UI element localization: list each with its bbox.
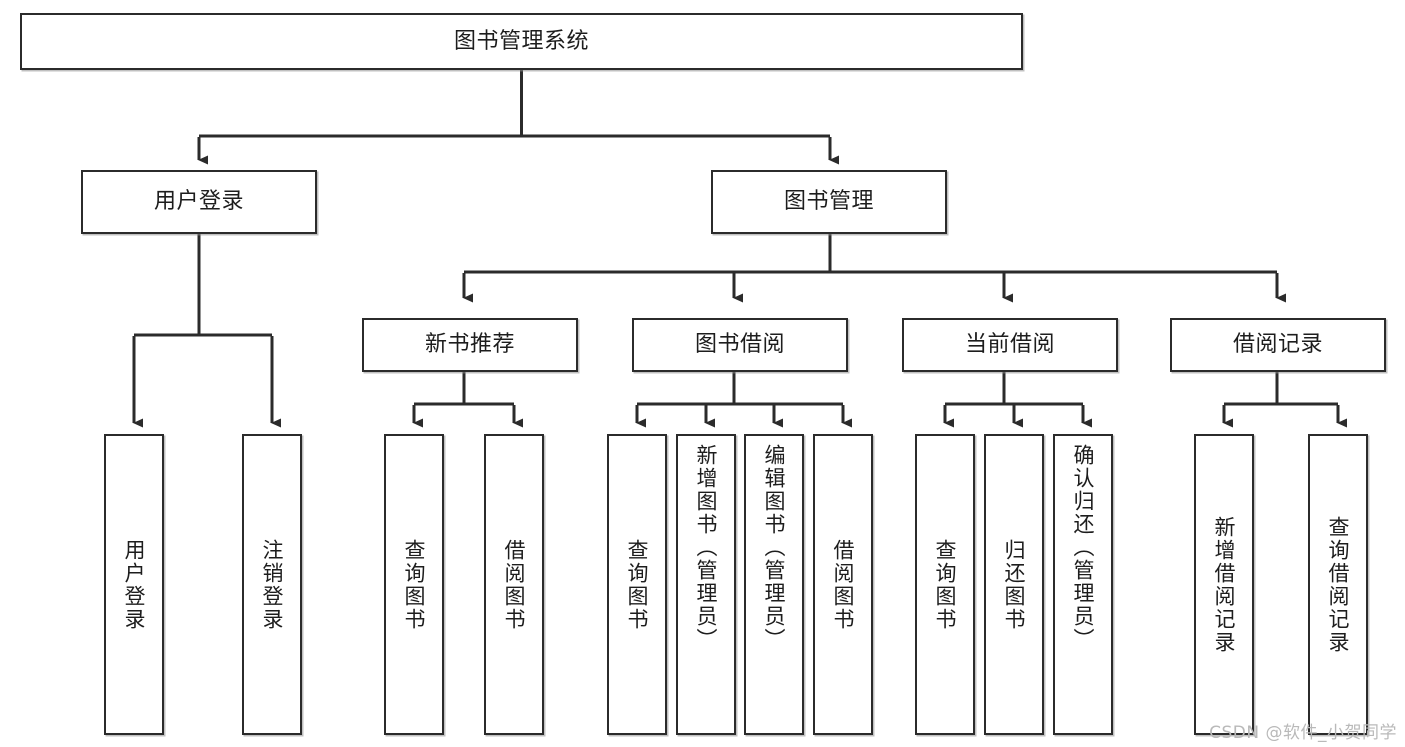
node-label: 用户登录	[153, 189, 244, 215]
node-label: 查询图书	[625, 538, 650, 631]
node-label: 查询图书	[933, 538, 958, 631]
node-label: 确认归还（管理员）	[1071, 444, 1096, 651]
node-label: 用户登录	[122, 538, 147, 631]
node-root-book-management-system[interactable]: 图书管理系统	[20, 13, 1023, 70]
node-label: 借阅图书	[831, 538, 856, 631]
node-current-borrow[interactable]: 当前借阅	[902, 318, 1118, 372]
node-label: 新增借阅记录	[1212, 515, 1237, 654]
node-label: 借阅记录	[1232, 332, 1323, 358]
node-user-login[interactable]: 用户登录	[81, 170, 317, 234]
leaf-user-login-login[interactable]: 用户登录	[104, 434, 164, 735]
node-label: 借阅图书	[502, 538, 527, 631]
node-label: 图书管理	[783, 189, 874, 215]
node-label: 当前借阅	[964, 332, 1055, 358]
node-new-book-recommend[interactable]: 新书推荐	[362, 318, 578, 372]
leaf-borrow-records-add-record[interactable]: 新增借阅记录	[1194, 434, 1254, 735]
node-label: 查询图书	[402, 538, 427, 631]
leaf-book-borrow-edit-book-admin[interactable]: 编辑图书（管理员）	[744, 434, 804, 735]
node-label: 新增图书（管理员）	[694, 444, 719, 651]
node-label: 图书管理系统	[453, 28, 589, 54]
node-borrow-records[interactable]: 借阅记录	[1170, 318, 1386, 372]
node-label: 注销登录	[260, 538, 285, 631]
leaf-user-login-logout[interactable]: 注销登录	[242, 434, 302, 735]
leaf-new-book-borrow-book[interactable]: 借阅图书	[484, 434, 544, 735]
leaf-book-borrow-query-book[interactable]: 查询图书	[607, 434, 667, 735]
node-label: 图书借阅	[694, 332, 785, 358]
leaf-book-borrow-borrow-book[interactable]: 借阅图书	[813, 434, 873, 735]
csdn-watermark: CSDN @软件_小贺同学	[1209, 723, 1397, 743]
node-label: 新书推荐	[424, 332, 515, 358]
leaf-current-borrow-confirm-return-admin[interactable]: 确认归还（管理员）	[1053, 434, 1113, 735]
leaf-current-borrow-return-book[interactable]: 归还图书	[984, 434, 1044, 735]
node-book-management[interactable]: 图书管理	[711, 170, 947, 234]
leaf-current-borrow-query-book[interactable]: 查询图书	[915, 434, 975, 735]
node-label: 查询借阅记录	[1326, 515, 1351, 654]
leaf-book-borrow-add-book-admin[interactable]: 新增图书（管理员）	[676, 434, 736, 735]
leaf-new-book-query-book[interactable]: 查询图书	[384, 434, 444, 735]
node-label: 归还图书	[1002, 538, 1027, 631]
node-book-borrow[interactable]: 图书借阅	[632, 318, 848, 372]
leaf-borrow-records-query-record[interactable]: 查询借阅记录	[1308, 434, 1368, 735]
node-label: 编辑图书（管理员）	[762, 444, 787, 651]
